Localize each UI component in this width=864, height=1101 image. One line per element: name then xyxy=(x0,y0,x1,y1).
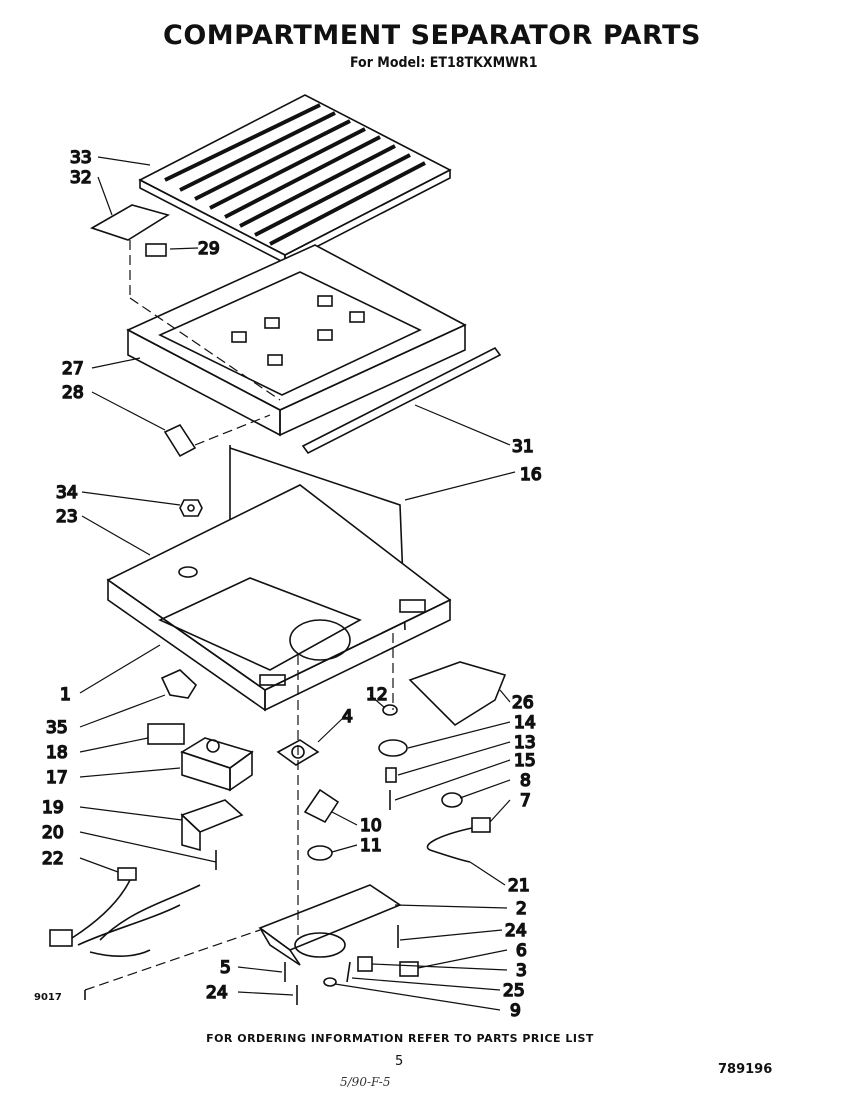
part-34-nut xyxy=(179,499,203,517)
part-7-socket xyxy=(471,817,491,833)
diagram-code: 9017 xyxy=(34,992,62,1003)
part-28-block xyxy=(163,423,197,458)
callout-31: 31 xyxy=(512,437,534,457)
callout-11: 11 xyxy=(360,836,382,856)
callout-13: 13 xyxy=(514,733,536,753)
part-9-washer xyxy=(323,977,337,987)
part-31-gasket-strip xyxy=(301,346,502,455)
part-33-grille-cover xyxy=(138,94,452,265)
callout-17: 17 xyxy=(46,768,68,788)
model-subtitle: For Model: ET18TKXMWR1 xyxy=(350,55,538,71)
callout-15: 15 xyxy=(514,751,536,771)
leader-lines xyxy=(79,156,516,1011)
part-32-label xyxy=(90,204,170,241)
part-2-light-housing xyxy=(258,884,402,966)
callout-23: 23 xyxy=(56,507,78,527)
callout-7: 7 xyxy=(520,791,531,811)
callout-3: 3 xyxy=(516,961,527,981)
callout-6: 6 xyxy=(516,941,527,961)
page-number: 5 xyxy=(395,1054,404,1069)
callout-8: 8 xyxy=(520,771,531,791)
callout-27: 27 xyxy=(62,359,84,379)
callout-19: 19 xyxy=(42,798,64,818)
part-3-plug xyxy=(357,956,373,972)
part-11-knob xyxy=(307,845,333,861)
part-17-damper-housing xyxy=(180,737,254,792)
part-12-nut xyxy=(382,704,398,716)
callout-1: 1 xyxy=(60,685,71,705)
callout-28: 28 xyxy=(62,383,84,403)
callout-34: 34 xyxy=(56,483,78,503)
part-22-wiring-harness xyxy=(49,867,201,958)
part-23-lower-pan xyxy=(106,484,452,712)
callout-18: 18 xyxy=(46,743,68,763)
callout-4: 4 xyxy=(342,707,353,727)
part-18-bracket xyxy=(147,723,185,745)
construction-lines xyxy=(84,240,394,991)
callout-21: 21 xyxy=(508,876,530,896)
part-10-thermostat xyxy=(303,788,340,824)
callout-32: 32 xyxy=(70,168,92,188)
callout-9: 9 xyxy=(510,1001,521,1021)
callout-24a: 24 xyxy=(505,921,527,941)
callout-5: 5 xyxy=(220,958,231,978)
part-14-grommet xyxy=(378,739,408,757)
callout-labels: 33 32 29 27 28 31 16 34 23 1 26 35 12 4 … xyxy=(41,147,542,1022)
part-29-clip xyxy=(145,243,167,257)
document-number: 789196 xyxy=(718,1062,773,1077)
callout-14: 14 xyxy=(514,713,536,733)
callout-22: 22 xyxy=(42,849,64,869)
part-19-control xyxy=(180,799,244,852)
callout-10: 10 xyxy=(360,816,382,836)
callout-2: 2 xyxy=(516,899,527,919)
page-title: COMPARTMENT SEPARATOR PARTS xyxy=(163,20,701,51)
part-6-switch xyxy=(399,961,419,977)
callout-16: 16 xyxy=(520,465,542,485)
part-26-cover xyxy=(408,661,507,727)
callout-29: 29 xyxy=(198,239,220,259)
callout-35: 35 xyxy=(46,718,68,738)
callout-20: 20 xyxy=(42,823,64,843)
part-13-spacer xyxy=(385,767,397,783)
callout-12: 12 xyxy=(366,685,388,705)
handwritten-note: 5/90-F-5 xyxy=(340,1075,391,1089)
part-8-bulb xyxy=(441,792,463,808)
callout-24b: 24 xyxy=(206,983,228,1003)
callout-26: 26 xyxy=(512,693,534,713)
callout-25: 25 xyxy=(503,981,525,1001)
part-27-separator-housing xyxy=(126,244,467,437)
callout-33: 33 xyxy=(70,148,92,168)
part-25-screw xyxy=(346,961,351,983)
ordering-note: FOR ORDERING INFORMATION REFER TO PARTS … xyxy=(206,1032,594,1045)
part-35-knob xyxy=(160,669,198,699)
part-21-wire xyxy=(426,827,473,863)
